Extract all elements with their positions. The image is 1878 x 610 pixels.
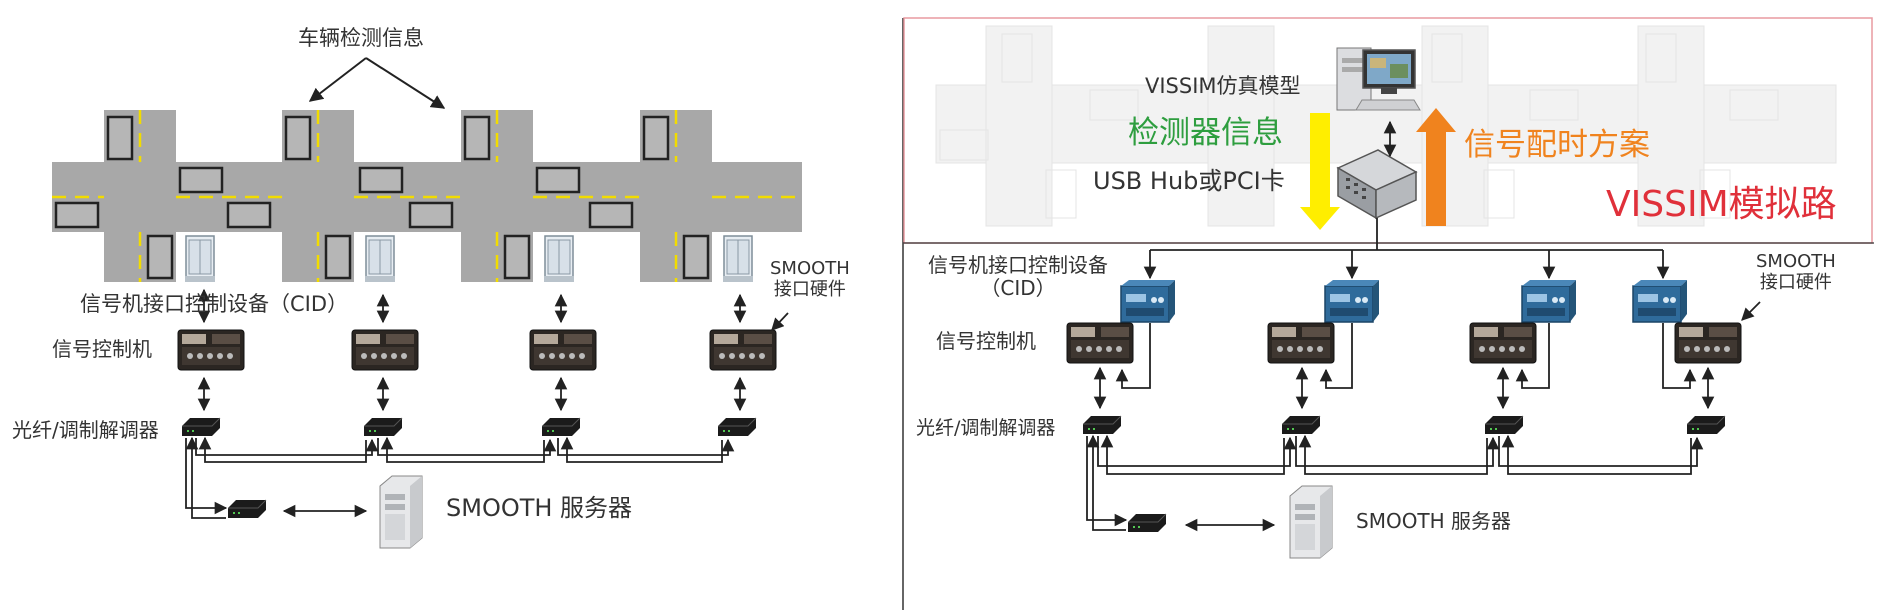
signal-timing-arrow: [1416, 108, 1456, 226]
server-icon: [1289, 485, 1333, 559]
left-road-network: [52, 110, 802, 282]
cid-device-icon: [1120, 279, 1176, 323]
vissim-road-label: VISSIM模拟路: [1606, 184, 1837, 225]
cid-label: 信号机接口控制设备（CID）: [80, 292, 349, 316]
modem-icon: [1281, 415, 1321, 435]
modem-icon: [1127, 513, 1167, 533]
computer-icon: [1336, 47, 1421, 111]
server-icon: [379, 475, 423, 549]
controller-label: 信号控制机: [52, 337, 152, 361]
cid-device-icon: [1324, 279, 1380, 323]
left-panel: [52, 57, 802, 549]
modem-icon: [1082, 415, 1122, 435]
detector-info-arrow: [1300, 113, 1340, 230]
usb-hub-label: USB Hub或PCI卡: [1093, 167, 1285, 195]
cid-cabinet-icon: [722, 235, 754, 283]
signal-controller-icon: [1674, 322, 1742, 364]
cid-cabinet-icon: [364, 235, 396, 283]
vehicle-detection-label: 车辆检测信息: [298, 26, 424, 50]
modem-icon: [1686, 415, 1726, 435]
signal-controller-icon: [1267, 322, 1335, 364]
signal-controller-icon: [1469, 322, 1537, 364]
signal-timing-label: 信号配时方案: [1464, 127, 1650, 163]
vissim-model-label: VISSIM仿真模型: [1145, 74, 1301, 98]
modem-icon: [227, 499, 267, 519]
signal-controller-icon: [351, 329, 419, 371]
modem-label: 光纤/调制解调器: [916, 417, 1056, 439]
cid-device-icon: [1521, 279, 1577, 323]
cid-device-icon: [1632, 279, 1688, 323]
right-panel: [902, 17, 1874, 610]
controller-label: 信号控制机: [936, 329, 1036, 353]
detector-info-label: 检测器信息: [1128, 115, 1283, 151]
modem-label: 光纤/调制解调器: [12, 418, 159, 442]
server-label: SMOOTH 服务器: [446, 494, 633, 522]
signal-controller-icon: [709, 329, 777, 371]
signal-controller-icon: [1066, 322, 1134, 364]
cid-cabinet-icon: [184, 235, 216, 283]
cid-cabinet-icon: [543, 235, 575, 283]
cid-label: 信号机接口控制设备 （CID）: [928, 253, 1108, 300]
signal-controller-icon: [177, 329, 245, 371]
modem-icon: [541, 417, 581, 437]
usb-hub-icon: [1336, 149, 1418, 220]
modem-icon: [181, 417, 221, 437]
modem-icon: [363, 417, 403, 437]
smooth-hw-label: SMOOTH 接口硬件: [770, 258, 850, 300]
modem-icon: [717, 417, 757, 437]
server-label: SMOOTH 服务器: [1356, 509, 1512, 533]
smooth-hw-label: SMOOTH 接口硬件: [1756, 251, 1836, 293]
modem-icon: [1484, 415, 1524, 435]
signal-controller-icon: [529, 329, 597, 371]
